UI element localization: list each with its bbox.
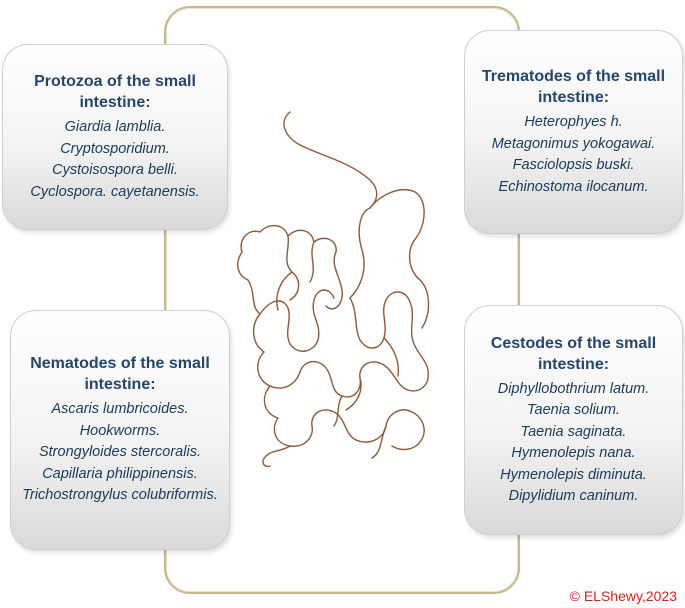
list-item: Cryptosporidium.: [60, 140, 170, 157]
list-item: Cyclospora. cayetanensis.: [30, 183, 200, 200]
list-item: Hymenolepis diminuta.: [500, 466, 647, 483]
trematodes-title: Trematodes of the small intestine:: [481, 68, 666, 106]
small-intestine-illustration: [237, 111, 430, 468]
list-item: Dipylidium caninum.: [508, 488, 639, 504]
list-item: Heterophyes h.: [524, 114, 623, 130]
copyright-notice: © ELShewy,2023: [569, 588, 677, 604]
list-item: Trichostrongylus colubriformis.: [22, 487, 218, 504]
list-item: Diphyllobothrium latum.: [497, 380, 650, 397]
list-item: Hymenolepis nana.: [511, 445, 636, 461]
nematodes-box: Nematodes of the small intestine: Ascari…: [10, 310, 230, 550]
trematodes-list: Heterophyes h. Metagonimus yokogawai. Fa…: [492, 112, 656, 198]
trematodes-box: Trematodes of the small intestine: Heter…: [464, 30, 683, 234]
list-item: Echinostoma ilocanum.: [498, 178, 649, 195]
list-item: Ascaris lumbricoides.: [51, 401, 189, 418]
list-item: Giardia lamblia.: [64, 119, 166, 135]
list-item: Taenia saginata.: [520, 423, 627, 440]
cestodes-list: Diphyllobothrium latum. Taenia solium. T…: [498, 379, 650, 508]
nematodes-title: Nematodes of the small intestine:: [30, 355, 210, 394]
protozoa-title: Protozoa of the small intestine:: [34, 73, 196, 111]
list-item: Strongyloides stercoralis.: [38, 444, 201, 461]
protozoa-list: Giardia lamblia. Cryptosporidium. Cystoi…: [30, 117, 199, 203]
list-item: Fasciolopsis buski.: [512, 157, 635, 173]
nematodes-list: Ascaris lumbricoides. Hookworms. Strongy…: [22, 399, 218, 507]
list-item: Metagonimus yokogawai.: [491, 135, 656, 152]
protozoa-box: Protozoa of the small intestine: Giardia…: [2, 44, 228, 230]
list-item: Hookworms.: [79, 422, 161, 439]
list-item: Cystoisospora belli.: [52, 162, 178, 178]
list-item: Taenia solium.: [527, 402, 620, 418]
list-item: Capillaria philippinensis.: [42, 465, 198, 482]
cestodes-title: Cestodes of the small intestine:: [490, 334, 657, 373]
cestodes-box: Cestodes of the small intestine: Diphyll…: [464, 305, 683, 535]
